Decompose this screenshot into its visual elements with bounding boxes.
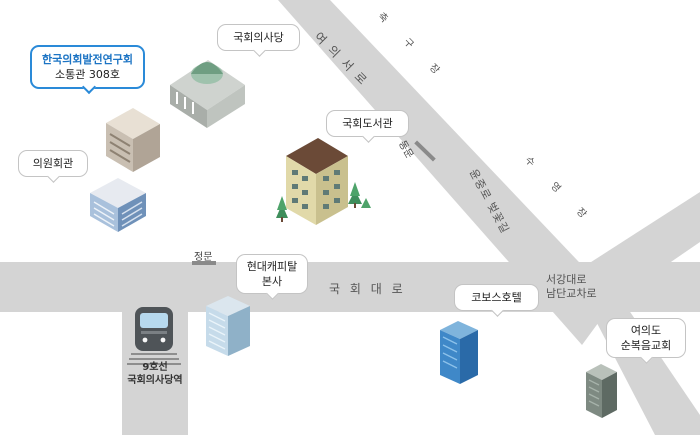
main-gate-label: 정문 — [194, 252, 213, 263]
members-office-building — [90, 178, 146, 232]
library-building — [276, 138, 371, 225]
station-label: 9호선 국회의사당역 — [121, 361, 189, 387]
church-name-line2: 순복음교회 — [620, 339, 672, 352]
station-name: 국회의사당역 — [127, 375, 183, 386]
assembly-hall-name: 국회의사당 — [233, 31, 284, 44]
hyundai-callout: 현대캐피탈 본사 — [236, 254, 308, 294]
members-office-callout: 의원회관 — [18, 150, 88, 177]
main-gate-marker — [192, 261, 216, 265]
road-yeouiseoro — [278, 0, 615, 345]
station-line: 9호선 — [142, 362, 168, 373]
highlight-org-name: 한국의회발전연구회 — [41, 53, 134, 66]
members-office-name: 의원회관 — [32, 157, 74, 170]
kobos-building — [440, 321, 478, 384]
intersection-line2: 남단교차로 — [546, 287, 597, 300]
road-seogang-daero — [560, 192, 700, 312]
assembly-hall-callout: 국회의사당 — [217, 24, 300, 51]
highlight-callout: 한국의회발전연구회 소통관 308호 — [30, 45, 145, 89]
intersection-line1: 서강대로 — [546, 273, 587, 286]
hyundai-name-line2: 본사 — [261, 275, 283, 288]
kobos-callout: 코보스호텔 — [454, 284, 539, 311]
intersection-label: 서강대로 남단교차로 — [546, 273, 597, 301]
library-callout: 국회도서관 — [326, 110, 409, 137]
subway-icon — [127, 307, 181, 365]
assembly-hall-building — [170, 60, 245, 128]
library-name: 국회도서관 — [342, 117, 393, 130]
gukhoe-daero-label: 국 회 대 로 — [329, 282, 406, 296]
east-gate-marker — [414, 140, 436, 162]
church-name-line1: 여의도 — [630, 324, 662, 337]
highlight-room: 소통관 308호 — [55, 68, 120, 81]
church-building — [586, 364, 617, 418]
church-callout: 여의도 순복음교회 — [606, 318, 686, 358]
kobos-name: 코보스호텔 — [471, 291, 522, 304]
hyundai-building — [206, 296, 250, 356]
hyundai-name-line1: 현대캐피탈 — [246, 260, 298, 273]
